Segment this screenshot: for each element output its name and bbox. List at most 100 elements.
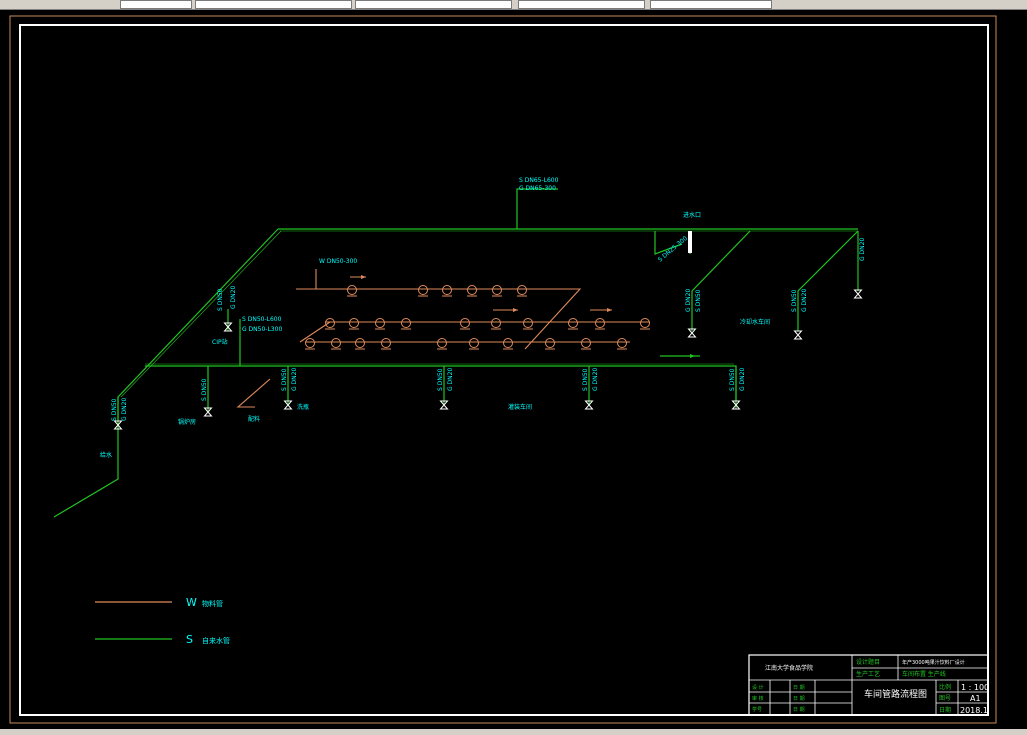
- linetype-dropdown[interactable]: [195, 0, 352, 9]
- status-bar: [0, 729, 1027, 735]
- tb-row1-b: 日 期: [793, 685, 805, 691]
- label-b5b: G DN20: [739, 368, 746, 391]
- tb-date-label: 日期: [939, 706, 951, 714]
- label-r1: G DN20: [685, 289, 692, 312]
- valve-icon: [687, 328, 697, 338]
- pump-icon: [517, 285, 527, 297]
- label-r2: S DN50: [791, 289, 798, 312]
- lineweight-dropdown[interactable]: [355, 0, 512, 9]
- label-right-area: 冷却水车间: [740, 318, 770, 326]
- pump-icon: [595, 318, 605, 330]
- label-w-branch: W DN50-300: [319, 258, 357, 265]
- tb-size-label: 图号: [939, 695, 951, 702]
- pump-icon: [442, 285, 452, 297]
- label-left-branch-s: S DN50: [217, 288, 224, 311]
- valve-icon: [584, 400, 594, 410]
- pump-icon: [568, 318, 578, 330]
- cad-drawing-canvas[interactable]: S DN65-L600 G DN65-300 W DN50-300 S DN50…: [0, 9, 1027, 729]
- label-center: 灌装车间: [508, 403, 532, 411]
- label-mid-s: S DN50-L600: [242, 316, 282, 323]
- flow-arrowhead-icon: [690, 354, 695, 358]
- tb-drawing-title: 车间管路流程图: [864, 688, 927, 700]
- material-line-top: [296, 288, 582, 350]
- drawing-frame: [19, 24, 989, 716]
- tb-project: 年产3000吨果汁饮料厂设计: [902, 659, 965, 666]
- pump-icon: [503, 338, 513, 350]
- label-b3: S DN50: [437, 368, 444, 391]
- pump-icon: [325, 318, 335, 330]
- pump-icon: [418, 285, 428, 297]
- pump-icon: [401, 318, 411, 330]
- cad-toolbar: [0, 0, 1027, 10]
- pump-icon: [375, 318, 385, 330]
- label-b5: S DN50: [729, 368, 736, 391]
- tb-unit-label: 生产工艺: [856, 670, 880, 678]
- legend-desc-water: 自来水管: [202, 636, 230, 645]
- flow-arrowhead-icon: [361, 275, 366, 279]
- layer-dropdown[interactable]: [120, 0, 192, 9]
- tb-scale: 1 : 100: [961, 683, 989, 692]
- legend-code-water: S: [186, 633, 193, 646]
- valve-icon: [203, 407, 213, 417]
- pump-icon: [460, 318, 470, 330]
- tb-size: A1: [970, 694, 981, 703]
- label-far-left: S DN50: [111, 398, 118, 421]
- flow-arrowhead-icon: [607, 308, 612, 312]
- label-mid-g: G DN50-L300: [242, 326, 282, 333]
- tb-date: 2018.1: [960, 706, 988, 715]
- valve-icon: [731, 400, 741, 410]
- label-cip-area: CIP站: [212, 338, 228, 346]
- tb-row2-b: 日 期: [793, 696, 805, 702]
- legend-desc-material: 物料管: [202, 599, 223, 608]
- pump-icon: [437, 338, 447, 350]
- valve-icon: [283, 400, 293, 410]
- label-inlet: 进水口: [683, 211, 701, 219]
- pump-icon: [581, 338, 591, 350]
- pump-icon: [617, 338, 627, 350]
- tb-scale-label: 比例: [939, 683, 951, 691]
- pump-icon: [492, 285, 502, 297]
- label-b2b: G DN20: [291, 368, 298, 391]
- color-dropdown[interactable]: [518, 0, 645, 9]
- tb-school: 江南大学食品学院: [765, 664, 813, 672]
- pump-icon: [355, 338, 365, 350]
- valve-symbols: [113, 289, 863, 430]
- inlet-marker: [688, 231, 692, 253]
- label-sub1: S DN25-300: [657, 235, 689, 264]
- left-riser-pipe: [53, 228, 279, 518]
- flow-arrows: [350, 275, 695, 358]
- supply-riser: [516, 188, 558, 229]
- tb-row1-a: 设 计: [752, 684, 764, 691]
- label-b2: S DN50: [281, 368, 288, 391]
- label-r3: G DN20: [859, 238, 866, 261]
- pump-icon: [305, 338, 315, 350]
- pump-icon: [545, 338, 555, 350]
- label-left-area: 锅炉房: [178, 418, 196, 426]
- pump-icon: [640, 318, 650, 330]
- label-left-branch: G DN20: [230, 286, 237, 309]
- tb-row2-a: 审 核: [752, 695, 764, 702]
- label-b3b: G DN20: [447, 368, 454, 391]
- tb-project-label: 设计题目: [856, 658, 880, 666]
- plotstyle-dropdown[interactable]: [650, 0, 772, 9]
- label-b4: S DN50: [582, 368, 589, 391]
- pump-symbols: [305, 285, 650, 350]
- water-pipe-network: [53, 188, 859, 518]
- pump-icon: [469, 338, 479, 350]
- label-far-left-b: G DN20: [121, 398, 128, 421]
- title-block: [748, 654, 989, 716]
- legend-code-material: W: [186, 596, 197, 609]
- pump-icon: [347, 285, 357, 297]
- flow-arrowhead-icon: [513, 308, 518, 312]
- label-lower-mid: 配料: [248, 415, 260, 423]
- valve-icon: [793, 330, 803, 340]
- legend: W 物料管 S 自来水管: [95, 596, 230, 646]
- label-b4b: G DN20: [592, 368, 599, 391]
- pump-icon: [491, 318, 501, 330]
- label-r2b: G DN20: [801, 289, 808, 312]
- valve-icon: [853, 289, 863, 299]
- tb-unit-value: 车间布置 生产线: [902, 670, 946, 678]
- label-water-supply: 给水: [100, 451, 112, 459]
- label-b1: S DN50: [201, 378, 208, 401]
- label-r1b: S DN50: [695, 289, 702, 312]
